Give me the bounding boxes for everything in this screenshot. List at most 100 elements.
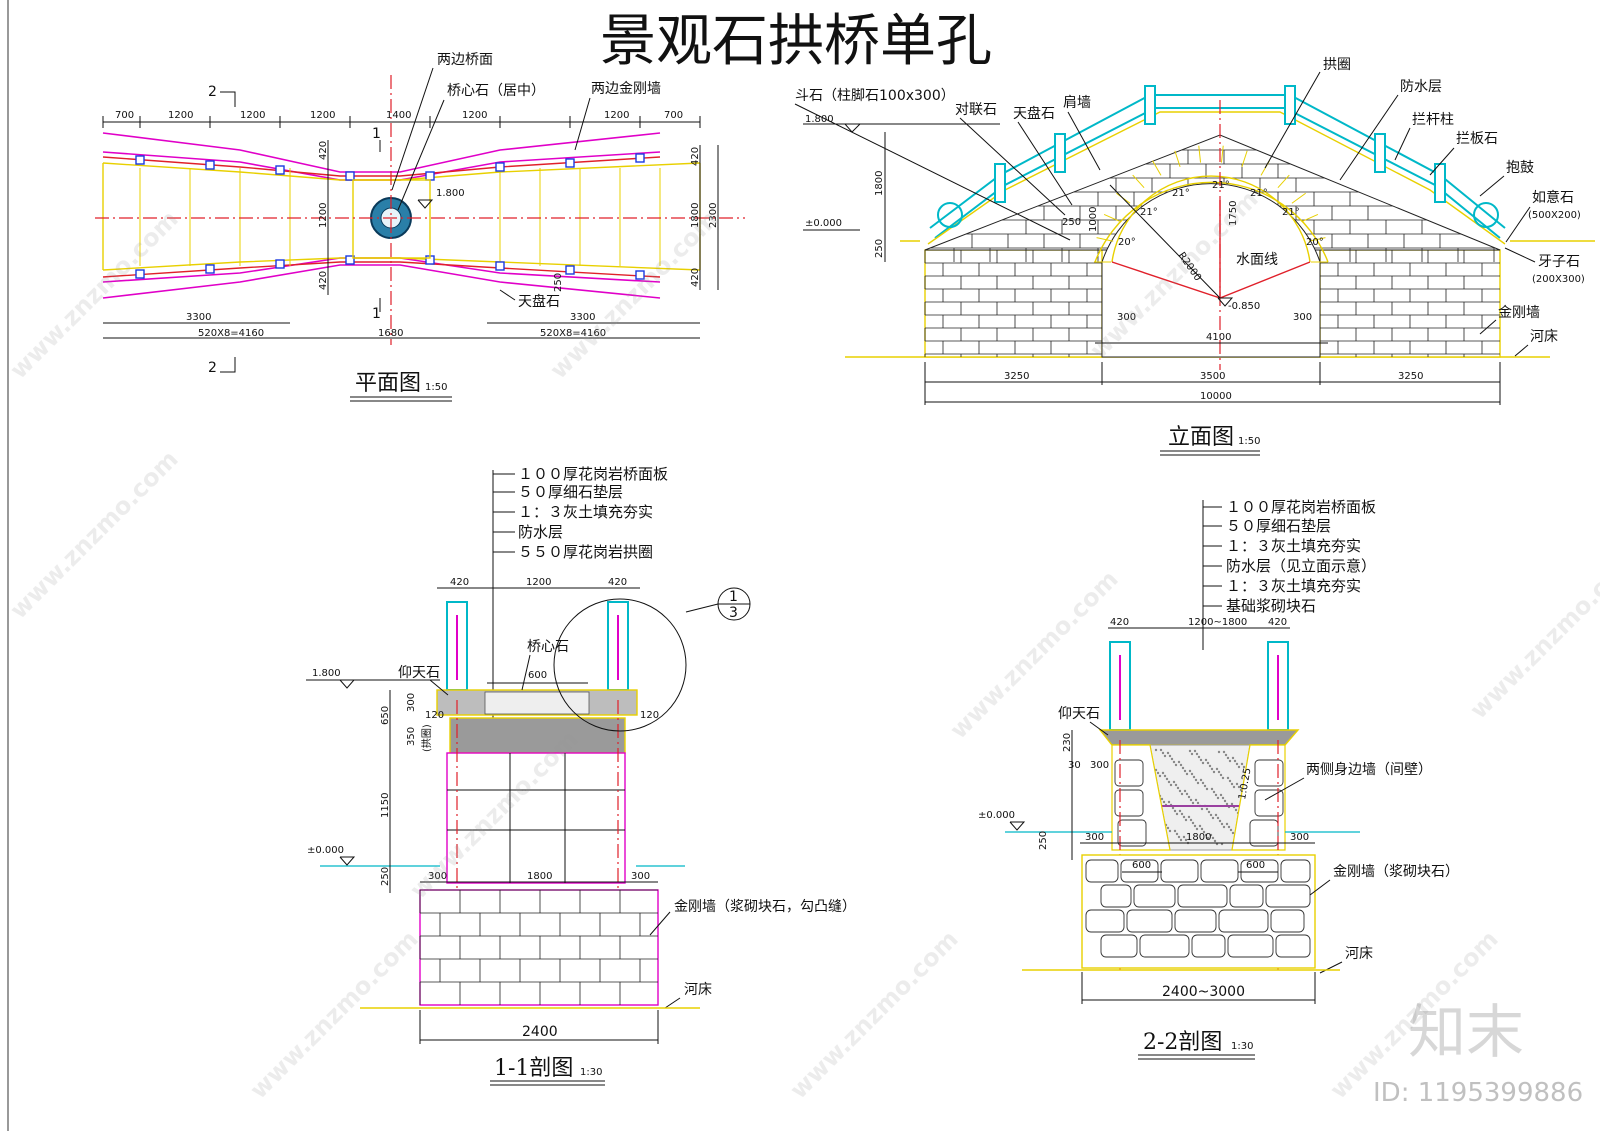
plan-post-0 — [135, 155, 145, 165]
s11-label-gongquan: (拱圈) — [420, 724, 433, 752]
plan-dim-side-4: 420 — [690, 268, 701, 287]
plan-label-tianpan: 天盘石 — [518, 293, 560, 310]
plan-post-15 — [635, 270, 645, 280]
elev-label-yazi-size: (200X300) — [1532, 274, 1585, 285]
baogu-right-icon — [1473, 202, 1499, 228]
s11-level-top: 1.800 — [312, 668, 341, 679]
elev-label-duilian: 对联石 — [955, 102, 997, 118]
s11-dim-120b: 120 — [640, 710, 659, 721]
elev-label-ruyi-size: (500X200) — [1528, 210, 1581, 221]
plan-dim-bottom-2: 520X8=4160 — [198, 328, 264, 339]
s11-detail-sheet: 3 — [729, 605, 738, 621]
plan-dim-bottom-1: 3300 — [570, 312, 595, 323]
plan-dim-top-3: 1200 — [310, 110, 335, 121]
s22-dim-600b: 600 — [1246, 860, 1265, 871]
elev-dim-10000: 10000 — [1200, 391, 1232, 402]
s22-label-sidewall: 两侧身边墙（间壁） — [1306, 762, 1432, 778]
s22-dim-2400-3000: 2400~3000 — [1162, 984, 1245, 1000]
s11-layer-0: １００厚花岗岩桥面板 — [518, 465, 668, 483]
elev-angle-4: 21° — [1250, 188, 1268, 199]
elev-label-jianqiang: 肩墙 — [1063, 95, 1091, 111]
s11-dim-120a: 120 — [425, 710, 444, 721]
plan-dim-side-7: 250 — [553, 273, 564, 292]
drawing-title: 景观石拱桥单孔 — [600, 9, 992, 74]
s22-layer-5: 基础浆砌块石 — [1226, 597, 1316, 615]
elev-angle-2: 21° — [1172, 188, 1190, 199]
s11-layer-2: １：３灰土填充夯实 — [518, 503, 653, 521]
s11-level-zero: ±0.000 — [307, 845, 344, 856]
plan-post-13 — [495, 261, 505, 271]
elev-label-riverbed: 河床 — [1530, 329, 1558, 345]
plan-dim-side-6: 2300 — [708, 203, 719, 228]
elevation-view: 斗石（柱脚石100x300） 对联石 天盘石 肩墙 拱圈 防水层 拦杆柱 拦板石… — [794, 57, 1595, 456]
s11-dim-600: 600 — [528, 670, 547, 681]
s11-label-yangtian: 仰天石 — [398, 665, 440, 681]
plan-post-9 — [205, 264, 215, 274]
s22-dim-600a: 600 — [1132, 860, 1151, 871]
s22-dim-230: 230 — [1062, 733, 1073, 752]
s22-layer-0: １００厚花岗岩桥面板 — [1226, 498, 1376, 516]
s11-dim-1150: 1150 — [380, 793, 391, 818]
s22-layer-4: １：３灰土填充夯实 — [1226, 577, 1361, 595]
elev-dim-1800: 1800 — [874, 171, 885, 196]
s22-dim-420b: 420 — [1268, 617, 1287, 628]
elev-angle-3: 21° — [1212, 180, 1230, 191]
elev-scale: 1:50 — [1238, 436, 1260, 447]
s11-label-riverbed: 河床 — [684, 982, 712, 998]
elev-dim-300b: 300 — [1293, 312, 1312, 323]
elev-level-zero: ±0.000 — [805, 218, 842, 229]
s11-scale: 1:30 — [580, 1067, 602, 1078]
s11-layer-3: 防水层 — [518, 523, 563, 541]
plan-dim-side-2: 420 — [318, 271, 329, 290]
elev-label-fangshui: 防水层 — [1400, 79, 1442, 95]
plan-dim-top-6: 1200 — [604, 110, 629, 121]
s11-detail-no: 1 — [729, 589, 738, 605]
plan-post-2 — [275, 165, 285, 175]
elev-dim-250b: 250 — [1062, 217, 1081, 228]
elev-label-yazi: 牙子石 — [1538, 254, 1580, 270]
plan-label-center-stone: 桥心石（居中） — [447, 83, 545, 99]
plan-dim-bottom-0: 3300 — [186, 312, 211, 323]
s22-dim-250: 250 — [1038, 831, 1049, 850]
elev-angle-0: 20° — [1118, 237, 1136, 248]
rail-post-2 — [1144, 85, 1156, 125]
plan-dim-top-4: 1400 — [386, 110, 411, 121]
s22-layer-2: １：３灰土填充夯实 — [1226, 537, 1361, 555]
elev-label-langan: 拦杆柱 — [1412, 112, 1454, 128]
watermark-id: ID: 1195399886 — [1373, 1078, 1583, 1108]
s11-dim-1800: 1800 — [527, 871, 552, 882]
s11-dim-350: 350 — [406, 727, 417, 746]
plan-section-mark-1b: 1 — [372, 306, 381, 322]
plan-dim-top-2: 1200 — [240, 110, 265, 121]
plan-dim-top-5: 1200 — [462, 110, 487, 121]
plan-post-14 — [565, 265, 575, 275]
elev-label-baogu: 抱鼓 — [1506, 160, 1534, 176]
elev-dim-1750: 1750 — [1228, 201, 1239, 226]
elev-angle-1: 21° — [1140, 207, 1158, 218]
plan-caption: 平面图 — [355, 371, 421, 396]
s22-dim-420a: 420 — [1110, 617, 1129, 628]
s11-dim-300a: 300 — [428, 871, 447, 882]
s11-label-qiaoxin: 桥心石 — [527, 639, 569, 655]
plan-post-10 — [275, 259, 285, 269]
elev-label-gongquan: 拱圈 — [1323, 57, 1351, 73]
s22-dim-1800: 1800 — [1186, 832, 1211, 843]
s11-dim-650: 650 — [380, 706, 391, 725]
elev-dim-250: 250 — [874, 239, 885, 258]
s22-label-yangtian: 仰天石 — [1058, 706, 1100, 722]
s22-label-wall: 金刚墙（浆砌块石） — [1333, 864, 1459, 880]
section-1-1: １００厚花岗岩桥面板 ５０厚细石垫层 １：３灰土填充夯实 防水层 ５５０厚花岗岩… — [306, 465, 856, 1086]
plan-dim-top-7: 700 — [664, 110, 683, 121]
plan-post-8 — [135, 269, 145, 279]
elev-dim-3500: 3500 — [1200, 371, 1225, 382]
elev-dim-1000: 1000 — [1088, 207, 1099, 232]
plan-dim-top-0: 700 — [115, 110, 134, 121]
elev-label-doushi: 斗石（柱脚石100x300） — [795, 88, 955, 104]
s22-layer-1: ５０厚细石垫层 — [1226, 517, 1331, 535]
s11-caption: 1-1剖图 — [494, 1056, 573, 1081]
s11-dim-300: 300 — [406, 693, 417, 712]
plan-dim-bottom-3: 1680 — [378, 328, 403, 339]
plan-post-1 — [205, 160, 215, 170]
watermark-logo: 知末 — [1408, 998, 1524, 1066]
s11-dim-1200: 1200 — [526, 577, 551, 588]
